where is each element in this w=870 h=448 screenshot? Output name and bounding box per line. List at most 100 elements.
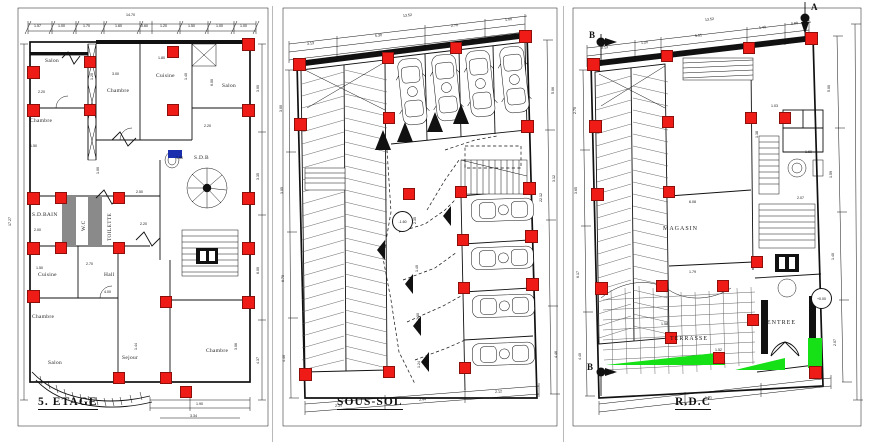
dim-interior: 1.80 — [176, 156, 183, 160]
column-marker — [459, 362, 471, 374]
dim-interior: 2.20 — [38, 90, 45, 94]
column-marker — [717, 280, 729, 292]
room-label: Salon — [48, 360, 63, 366]
dim-chain: 1.00 — [216, 24, 223, 28]
plan-title-rdc: R.D.C — [675, 396, 712, 410]
dim-chain-left: 6.70 — [281, 275, 285, 282]
dim-chain: 0.80 — [790, 21, 799, 26]
column-marker — [383, 366, 395, 378]
dim-interior: 1.40 — [184, 73, 188, 80]
dim-chain-right: 3.00 — [256, 85, 260, 92]
column-marker — [521, 120, 534, 133]
room-label: S.D.BAIN — [32, 212, 58, 218]
column-marker — [160, 296, 172, 308]
dim-chain: 1.60 — [115, 24, 122, 28]
plan-title-soussol: SOUS-SOL — [337, 396, 403, 410]
column-marker — [526, 278, 539, 291]
column-marker — [167, 104, 179, 116]
dim-interior: 2.70 — [86, 262, 93, 266]
dim-chain: 0.60 — [141, 24, 148, 28]
dim-interior: 1.80 — [158, 56, 165, 60]
room-label: S.D.B — [194, 155, 209, 161]
column-marker — [242, 192, 255, 205]
dim-parking: 1.40 — [415, 265, 419, 272]
column-marker — [55, 242, 67, 254]
column-marker — [457, 234, 469, 246]
dim-chain-right: 1.40 — [831, 253, 835, 260]
plan-title-etage: 5. ETAGE — [38, 396, 98, 410]
level-marker-rdc: +0.00 — [811, 288, 832, 309]
room-label: Hall — [104, 272, 115, 278]
column-marker — [55, 192, 67, 204]
soussol-linework — [282, 7, 560, 427]
dim-interior: 2.00 — [34, 228, 41, 232]
room-label-terrasse: TERRASSE — [670, 336, 709, 342]
column-marker — [743, 42, 755, 54]
etage-linework — [17, 7, 269, 427]
column-marker — [665, 332, 677, 344]
dim-chain-right: 1.59 — [829, 171, 833, 178]
dim-interior: 2.20 — [140, 222, 147, 226]
column-marker — [84, 56, 96, 68]
dim-interior: 3.34 — [190, 414, 197, 418]
dim-chain: 3.13 — [306, 41, 315, 46]
column-marker — [382, 52, 394, 64]
dim-chain: 2.70 — [450, 23, 459, 28]
dim-chain: 5.51 — [694, 33, 703, 38]
dim-overall-top: 14.70 — [126, 13, 135, 17]
dim-interior: 1.50 — [36, 266, 43, 270]
floorplan-panel-rdc: 13.52 3.13 1.20 5.51 1.40 0.80 2.70 3.65… — [565, 0, 870, 448]
room-label: Salon — [45, 58, 60, 64]
dim-chain-left: 2.70 — [573, 107, 577, 114]
dim-interior: 1.03 — [771, 104, 778, 108]
dim-interior: 4.00 — [104, 290, 111, 294]
floorplan-panel-soussol: 13.52 3.13 5.30 2.70 1.00 3.00 3.05 6.70… — [275, 0, 565, 448]
room-label: Chambre — [107, 88, 130, 94]
dim-interior: 3.06 — [234, 343, 238, 350]
dim-chain-left: 4.40 — [282, 355, 286, 362]
column-marker — [455, 186, 467, 198]
room-label-entree: ENTREE — [767, 320, 796, 326]
dim-interior: 1.60 — [805, 150, 812, 154]
column-marker — [663, 186, 675, 198]
panel-divider-1 — [272, 6, 273, 442]
room-label: TOILETTE — [107, 212, 113, 241]
dim-interior: 2.07 — [797, 196, 804, 200]
dim-chain: 1.40 — [758, 25, 767, 30]
column-marker — [27, 104, 40, 117]
column-marker — [299, 368, 312, 381]
column-marker — [27, 192, 40, 205]
dim-chain-right: 3.12 — [552, 175, 556, 182]
column-marker — [591, 188, 604, 201]
column-marker — [403, 188, 415, 200]
dim-chain-right: 3.35 — [256, 173, 260, 180]
room-label: Salon — [222, 83, 237, 89]
column-marker — [242, 38, 255, 51]
column-marker — [458, 282, 470, 294]
room-label: W.C — [81, 220, 87, 231]
column-marker — [27, 242, 40, 255]
column-marker — [656, 280, 668, 292]
column-marker — [293, 58, 306, 71]
room-label: Chambre — [32, 314, 55, 320]
dim-chain: 1.00 — [240, 24, 247, 28]
column-marker — [805, 32, 818, 45]
column-marker — [113, 242, 125, 254]
dim-chain: 1.00 — [504, 17, 513, 22]
column-marker — [180, 386, 192, 398]
column-marker — [713, 352, 725, 364]
dim-chain-right: 22.12 — [539, 193, 543, 202]
room-label-magasin: MAGASIN — [663, 226, 699, 232]
section-marker-b-bottom: B — [587, 362, 594, 372]
dim-overall-left: 17.27 — [8, 217, 12, 226]
column-marker — [525, 230, 538, 243]
dim-chain-left: 6.17 — [576, 271, 580, 278]
dim-interior: 2.50 — [136, 190, 143, 194]
dim-interior: 1.79 — [689, 270, 696, 274]
column-marker — [27, 66, 40, 79]
dim-chain: 1.50 — [188, 24, 195, 28]
dim-interior: 1.38 — [755, 131, 759, 138]
column-marker — [587, 58, 600, 71]
panel-divider-2 — [563, 6, 564, 442]
